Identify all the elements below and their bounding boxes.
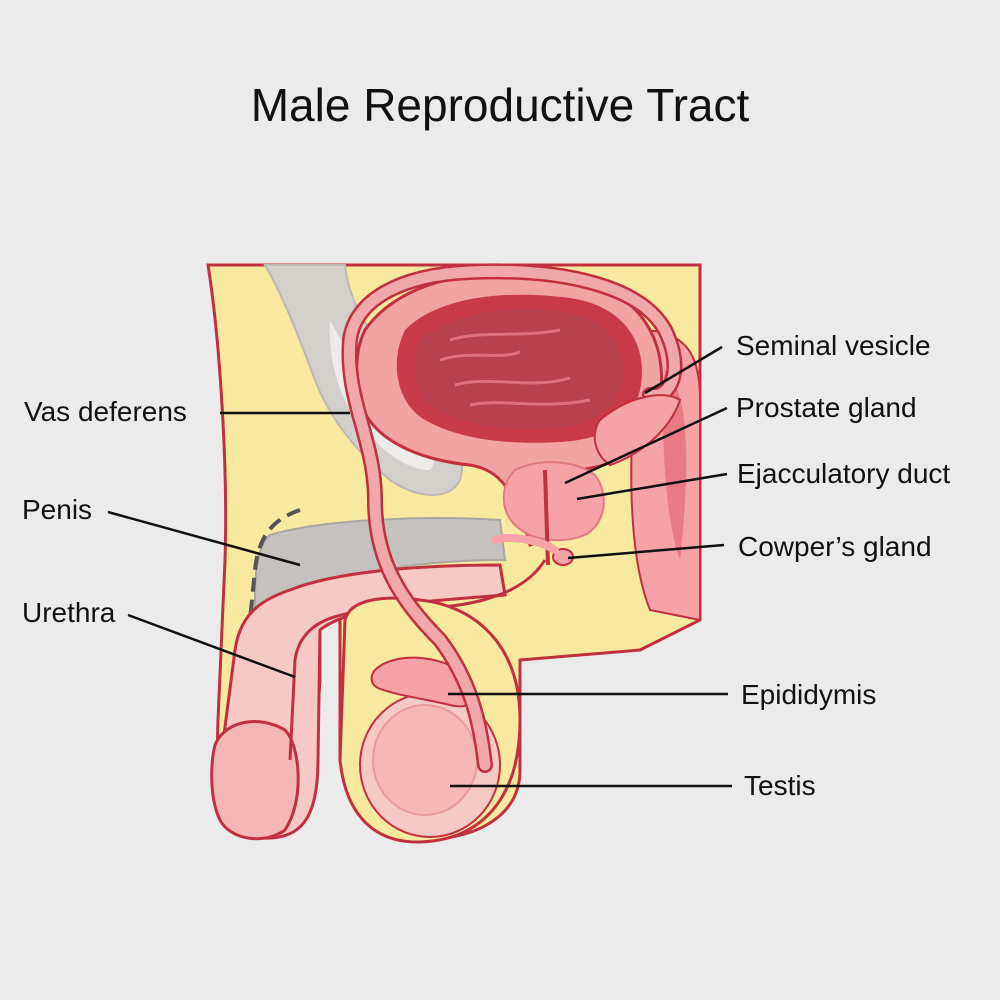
- leader-ejacculatory-duct: [576, 472, 728, 501]
- erectile-dashes: [248, 508, 301, 621]
- label-epididymis: Epididymis: [741, 679, 877, 710]
- glans: [210, 720, 300, 841]
- vas-deferens-tube-fill: [343, 265, 680, 771]
- diagram-title: Male Reproductive Tract: [250, 79, 750, 131]
- bladder-inner: [414, 309, 624, 430]
- label-penis: Penis: [22, 494, 93, 525]
- label-testis: Testis: [744, 770, 816, 801]
- prostate-shape: [502, 461, 605, 542]
- cowpers-duct: [491, 534, 559, 554]
- leader-cowpers: [567, 543, 725, 560]
- seminal-vesicle-shape: [593, 394, 682, 467]
- leader-seminal-vesicle: [644, 345, 723, 395]
- label-prostate-gland: Prostate gland: [736, 392, 917, 423]
- testis-inner: [372, 704, 478, 816]
- leader-penis: [107, 510, 301, 567]
- bladder-folds: [439, 328, 591, 407]
- label-vas-deferens: Vas deferens: [24, 396, 187, 427]
- leader-prostate: [564, 406, 728, 485]
- label-cowpers-gland: Cowper’s gland: [738, 531, 932, 562]
- label-ejacculatory-duct: Ejacculatory duct: [737, 458, 951, 489]
- label-seminal-vesicle: Seminal vesicle: [736, 330, 931, 361]
- leader-urethra: [127, 613, 296, 679]
- label-urethra: Urethra: [22, 597, 116, 628]
